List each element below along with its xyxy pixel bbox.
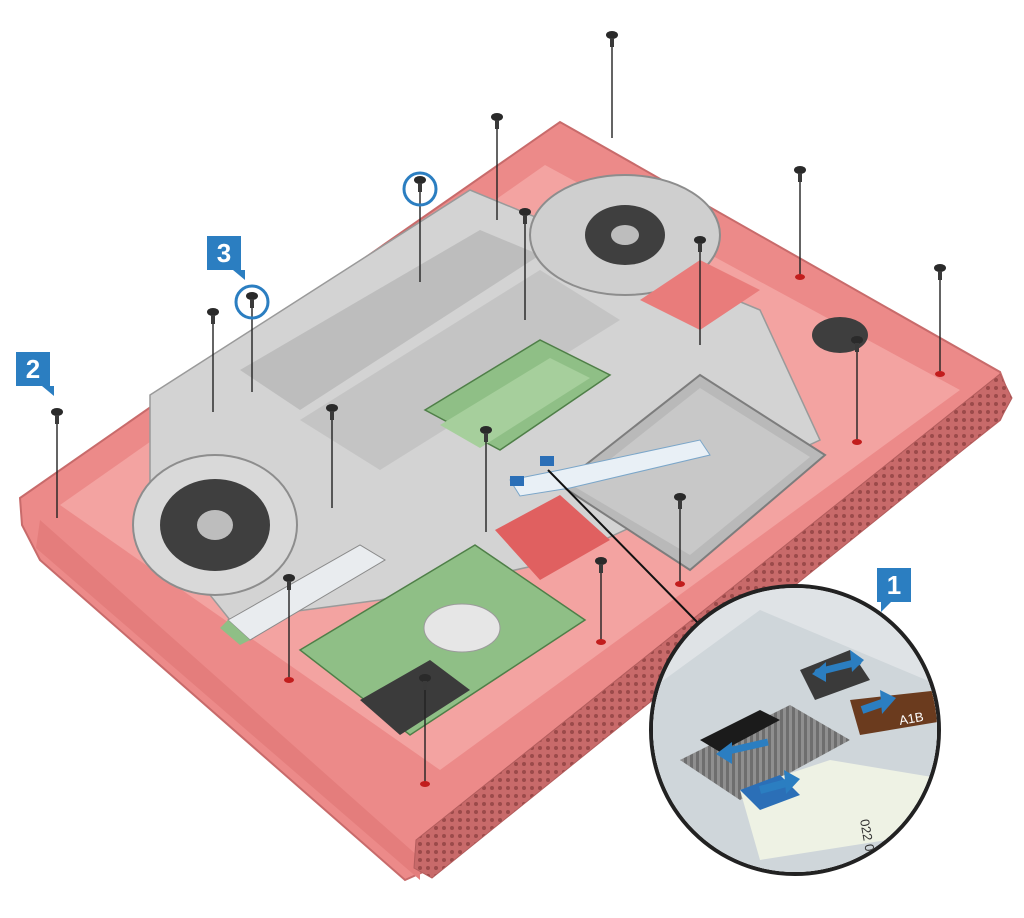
screw-icon — [794, 166, 806, 280]
callout-3: 3 — [207, 236, 245, 280]
screw-hole — [795, 274, 805, 280]
memory-modules — [423, 339, 612, 451]
arrow-icon — [758, 770, 800, 794]
leader-line — [547, 469, 701, 626]
screw-hole — [675, 581, 685, 587]
arrow-icon — [716, 738, 769, 764]
screw-icon — [51, 408, 63, 518]
highlight-circle-screw — [402, 171, 438, 207]
screw-hole — [284, 677, 294, 683]
screw-hole — [420, 781, 430, 787]
screw-icon — [595, 557, 607, 645]
screw-hole — [596, 639, 606, 645]
zoom-detail: A1B 022 016 08.0 — [649, 584, 941, 876]
ssd-card — [220, 544, 386, 645]
left-fan — [132, 454, 298, 596]
screw-icon — [246, 292, 258, 392]
screw-icon — [480, 426, 492, 532]
arrow-icon — [812, 650, 864, 682]
touchpad — [558, 373, 827, 572]
cable-label-a1b: A1B — [898, 709, 925, 728]
screw-hole — [935, 371, 945, 377]
screw-icon — [694, 236, 706, 345]
screw-icon — [851, 336, 863, 445]
screw-hole — [852, 439, 862, 445]
right-fan — [529, 174, 721, 296]
screws — [51, 31, 946, 787]
screw-icon — [674, 493, 686, 587]
screw-icon — [414, 176, 426, 282]
screw-icon — [326, 404, 338, 508]
callout-2: 2 — [16, 352, 54, 396]
arrow-icon — [860, 690, 896, 714]
hard-drive — [298, 544, 587, 736]
screw-icon — [934, 264, 946, 377]
screw-icon — [491, 113, 503, 220]
screw-icon — [419, 674, 431, 787]
callout-1: 1 — [877, 568, 911, 612]
screw-icon — [606, 31, 618, 138]
screw-icon — [519, 208, 531, 320]
highlight-circle-screw — [234, 284, 270, 320]
screw-icon — [283, 574, 295, 683]
screw-icon — [207, 308, 219, 412]
speaker — [812, 317, 868, 353]
